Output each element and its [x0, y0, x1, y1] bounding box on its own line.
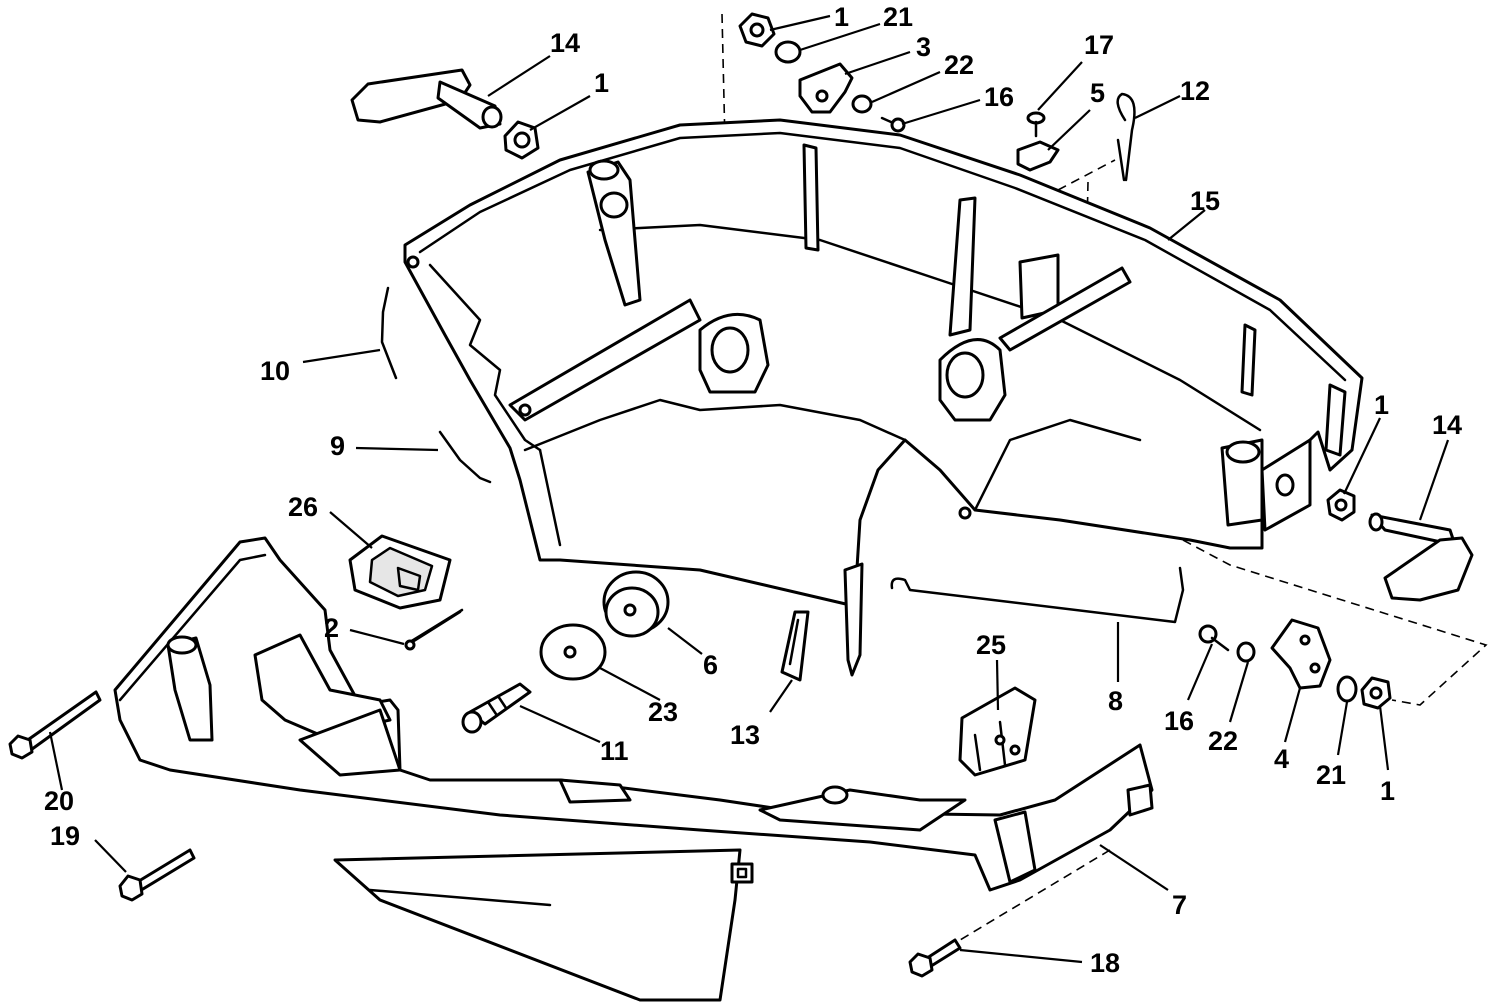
latch-bracket-4 [1270, 618, 1332, 690]
callout-8: 8 [1108, 686, 1123, 716]
callout-labels: 1 21 3 22 17 16 5 12 14 1 15 10 9 26 2 6… [44, 2, 1462, 978]
bracket-block [958, 686, 1037, 777]
wire-10 [380, 286, 398, 380]
callout-14-right: 14 [1432, 410, 1462, 440]
plug-6 [602, 570, 670, 638]
washer-22-bottom [1236, 641, 1256, 663]
upper-motor-cover [403, 118, 1364, 607]
grommet [348, 534, 452, 610]
latch-lever-top [350, 68, 503, 130]
callout-1-left: 1 [594, 68, 609, 98]
callout-7: 7 [1172, 890, 1187, 920]
callout-10: 10 [260, 356, 290, 386]
callout-5: 5 [1090, 78, 1105, 108]
wire-9 [438, 430, 492, 484]
bolt-20 [8, 690, 102, 760]
callout-3: 3 [916, 32, 931, 62]
leader-lines [48, 14, 1450, 964]
callout-16-top: 16 [984, 82, 1014, 112]
latch-lever-right [1368, 512, 1474, 602]
bolt-19 [118, 848, 196, 902]
callout-23: 23 [648, 697, 678, 727]
callout-18: 18 [1090, 948, 1120, 978]
callout-6: 6 [703, 650, 718, 680]
screw-bottom [1198, 624, 1230, 652]
callout-17: 17 [1084, 30, 1114, 60]
callout-26: 26 [288, 492, 318, 522]
callout-25: 25 [976, 630, 1006, 660]
stud-11 [461, 682, 532, 734]
screw-17 [1026, 111, 1046, 138]
callout-9: 9 [330, 431, 345, 461]
washer-top [774, 40, 802, 64]
bolt-18 [908, 938, 962, 978]
callout-1-bottom: 1 [1380, 776, 1395, 806]
callout-12: 12 [1180, 76, 1210, 106]
callout-22-bottom: 22 [1208, 726, 1238, 756]
washer-23 [539, 623, 607, 681]
hairpin-clip [1116, 92, 1136, 182]
link-rod [890, 566, 1185, 624]
callout-19: 19 [50, 821, 80, 851]
callout-13: 13 [730, 720, 760, 750]
callout-15: 15 [1190, 186, 1220, 216]
callout-1-top: 1 [834, 2, 849, 32]
washer-21-bottom [1336, 675, 1358, 703]
latch-bracket [798, 62, 854, 114]
callout-14-top: 14 [550, 28, 580, 58]
lower-motor-cover [113, 536, 1154, 1002]
callout-2: 2 [324, 613, 339, 643]
nut-top [738, 12, 776, 48]
callout-1-right: 1 [1374, 390, 1389, 420]
callout-22-top: 22 [944, 50, 974, 80]
cotter-pin [404, 608, 464, 648]
screw-top [880, 116, 906, 133]
callout-11: 11 [600, 736, 629, 766]
callout-4: 4 [1274, 744, 1289, 774]
callout-16-bottom: 16 [1164, 706, 1194, 736]
seal-strip [780, 610, 810, 682]
callout-21-top: 21 [883, 2, 913, 32]
cowl-lower-rib [843, 562, 864, 677]
nut-left [503, 120, 540, 160]
washer-22-top [851, 94, 873, 114]
nut-bottom [1360, 676, 1392, 710]
nut-right [1326, 488, 1356, 522]
callout-21-bottom: 21 [1316, 760, 1346, 790]
callout-20: 20 [44, 786, 74, 816]
